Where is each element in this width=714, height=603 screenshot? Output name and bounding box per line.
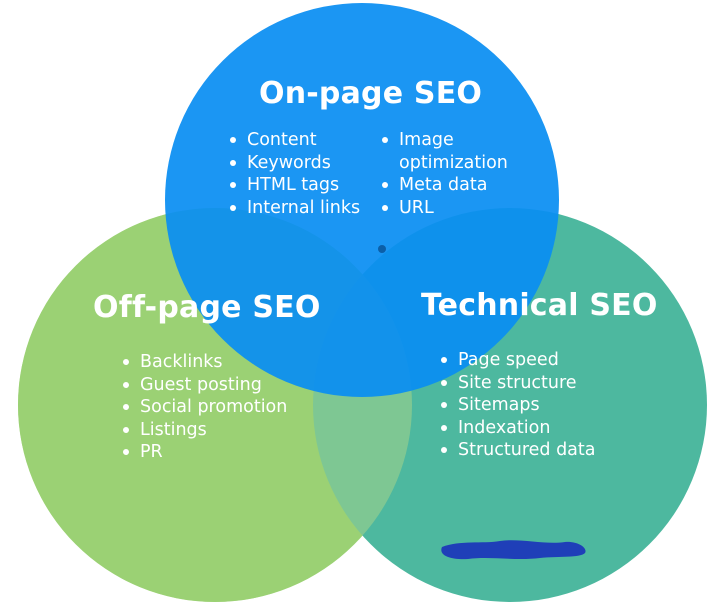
title-technical-seo: Technical SEO [421, 288, 658, 323]
technical-list: Page speed Site structure Sitemaps Index… [439, 349, 596, 462]
list-item: URL [380, 197, 530, 220]
list-item: PR [121, 441, 287, 464]
list-item: Backlinks [121, 351, 287, 374]
list-item: Structured data [439, 439, 596, 462]
scribble-mark [441, 540, 586, 560]
list-item: Page speed [439, 349, 596, 372]
on-page-list-left: Content Keywords HTML tags Internal link… [228, 129, 360, 219]
list-item: Meta data [380, 174, 530, 197]
list-item: Keywords [228, 152, 360, 175]
center-dot [378, 245, 386, 253]
list-item: Image optimization [380, 129, 534, 174]
on-page-list-right: Image optimization Meta data URL [380, 129, 530, 219]
list-item: HTML tags [228, 174, 360, 197]
list-item: Internal links [228, 197, 360, 220]
list-item: Indexation [439, 417, 596, 440]
title-off-page-seo: Off-page SEO [93, 290, 321, 325]
list-item: Social promotion [121, 396, 287, 419]
list-item: Guest posting [121, 374, 287, 397]
list-item: Content [228, 129, 360, 152]
title-on-page-seo: On-page SEO [259, 76, 483, 111]
list-item: Site structure [439, 372, 596, 395]
list-item: Listings [121, 419, 287, 442]
circle-on-page [165, 3, 559, 397]
list-item: Sitemaps [439, 394, 596, 417]
off-page-list: Backlinks Guest posting Social promotion… [121, 351, 287, 464]
